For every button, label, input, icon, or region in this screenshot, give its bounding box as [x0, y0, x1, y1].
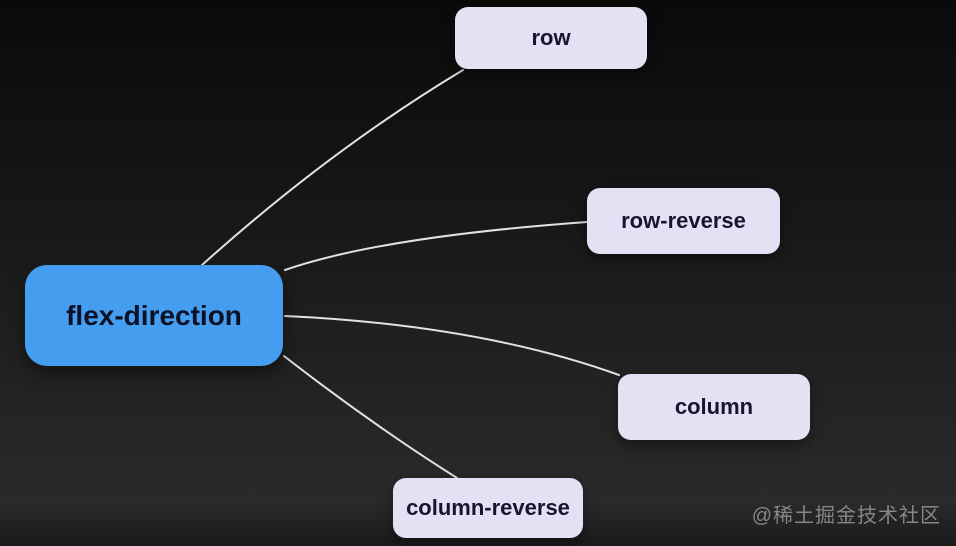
- node-row-reverse[interactable]: row-reverse: [587, 188, 780, 254]
- edge-root-to-column: [284, 315, 620, 376]
- watermark: @稀土掘金技术社区: [751, 505, 941, 527]
- node-flex-direction-label: flex-direction: [66, 299, 242, 331]
- node-column-reverse-label: column-reverse: [406, 495, 570, 520]
- edge-root-to-row: [201, 69, 464, 266]
- node-row[interactable]: row: [455, 7, 647, 69]
- edge-root-to-column-reverse: [283, 355, 458, 479]
- node-column-label: column: [674, 394, 754, 419]
- node-row-reverse-label: row-reverse: [621, 208, 746, 233]
- node-row-label: row: [531, 25, 571, 50]
- edge-root-to-row-reverse: [284, 221, 588, 271]
- node-flex-direction[interactable]: flex-direction: [25, 265, 283, 366]
- node-column[interactable]: column: [618, 374, 810, 440]
- node-column-reverse[interactable]: column-reverse: [393, 478, 583, 538]
